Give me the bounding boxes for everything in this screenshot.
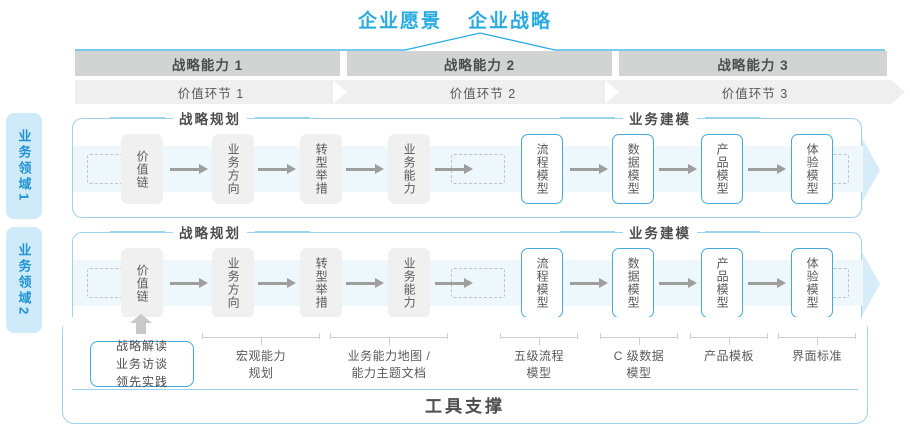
- row-2-node-business-direction[interactable]: 业务方向: [212, 248, 254, 318]
- row-1-modeling-title: 业务建模: [623, 108, 697, 128]
- domain-2-label: 业务领域: [16, 242, 32, 307]
- row-2-node-experience-model[interactable]: 体验模型: [791, 248, 833, 318]
- row-1-arrow-1: [170, 164, 208, 174]
- row-1-node-process-model[interactable]: 流程模型: [521, 134, 563, 204]
- row-1-arrow-2: [258, 164, 296, 174]
- row-2-planning-title: 战略规划: [173, 222, 247, 242]
- row-1-arrow-7: [748, 164, 786, 174]
- row-1-arrow-4: [435, 164, 473, 174]
- row-2-arrow-1: [170, 278, 208, 288]
- value-chain-bar-3[interactable]: 价值环节 3: [619, 80, 891, 104]
- row-1-node-value-chain[interactable]: 价值链: [121, 134, 163, 204]
- tool-label-product-template: 产品模板: [703, 349, 754, 363]
- tool-box-line-3: 领先实践: [115, 375, 168, 389]
- domain-1-number: 1: [16, 192, 32, 204]
- capability-bar-3[interactable]: 战略能力 3: [619, 51, 887, 76]
- capability-bar-1[interactable]: 战略能力 1: [75, 51, 340, 76]
- tool-label-ui-standard: 界面标准: [791, 349, 842, 363]
- tool-label-macro-capability: 宏观能力规划: [235, 349, 286, 381]
- row-1-node-business-capability[interactable]: 业务能力: [388, 134, 430, 204]
- row-1-section-planning: 战略规划: [110, 108, 310, 128]
- tool-support-up-arrow: [130, 314, 152, 334]
- row-2-node-process-model[interactable]: 流程模型: [521, 248, 563, 318]
- row-1-arrow-6: [659, 164, 697, 174]
- title-enterprise-vision: 企业愿景: [357, 11, 442, 32]
- tool-support-box[interactable]: 战略解读 业务访谈 领先实践: [90, 339, 194, 389]
- row-1-node-product-model[interactable]: 产品模型: [701, 134, 743, 204]
- title-enterprise-strategy: 企业战略: [468, 11, 553, 32]
- row-1-node-business-direction[interactable]: 业务方向: [212, 134, 254, 204]
- row-2-node-value-chain[interactable]: 价值链: [121, 248, 163, 318]
- value-chain-bar-1[interactable]: 价值环节 1: [75, 80, 347, 104]
- row-1-arrow-3: [346, 164, 384, 174]
- row-2-arrow-6: [659, 278, 697, 288]
- row-2-section-planning: 战略规划: [110, 222, 310, 242]
- row-1-node-experience-model[interactable]: 体验模型: [791, 134, 833, 204]
- row-2-arrow-7: [748, 278, 786, 288]
- bracket-ui-standard: [778, 333, 856, 345]
- row-1-arrow-5: [570, 164, 608, 174]
- row-2-section-modeling: 业务建模: [560, 222, 760, 242]
- domain-2-number: 2: [16, 306, 32, 318]
- value-chain-bar-2[interactable]: 价值环节 2: [347, 80, 619, 104]
- bracket-capability-map: [330, 333, 448, 345]
- footer-divider: [72, 389, 858, 391]
- tool-box-line-1: 战略解读: [115, 339, 168, 353]
- tool-label-data-model: C 级数据模型: [613, 349, 665, 381]
- row-2-arrow-4: [435, 278, 473, 288]
- value-chain-tip-3: [891, 80, 905, 104]
- header-titles: 企业愿景 企业战略: [0, 6, 910, 33]
- capability-bar-2[interactable]: 战略能力 2: [347, 51, 612, 76]
- value-chain-bars: 价值环节 1 价值环节 2 价值环节 3: [75, 80, 905, 104]
- row-1-node-transformation[interactable]: 转型举措: [300, 134, 342, 204]
- bracket-macro-capability: [202, 333, 320, 345]
- row-2-modeling-title: 业务建模: [623, 222, 697, 242]
- tool-support-title: 工具支撑: [425, 397, 505, 416]
- tool-box-line-2: 业务访谈: [115, 357, 168, 371]
- row-2-node-business-capability[interactable]: 业务能力: [388, 248, 430, 318]
- peak-connector-line: [75, 32, 885, 51]
- row-2-node-transformation[interactable]: 转型举措: [300, 248, 342, 318]
- row-2-arrow-3: [346, 278, 384, 288]
- domain-row-2: 价值链 业务方向 转型举措 业务能力 流程模型 数据模型 产品模型 体验模型: [72, 232, 863, 332]
- row-2-arrow-2: [258, 278, 296, 288]
- domain-1-label: 业务领域: [16, 128, 32, 193]
- tool-label-process-model: 五级流程模型: [513, 349, 564, 381]
- footer-mask: [63, 317, 867, 389]
- row-1-planning-title: 战略规划: [173, 108, 247, 128]
- row-2-node-product-model[interactable]: 产品模型: [701, 248, 743, 318]
- row-2-node-data-model[interactable]: 数据模型: [612, 248, 654, 318]
- bracket-process-model: [500, 333, 578, 345]
- tool-label-capability-map: 业务能力地图 /能力主题文档: [347, 349, 431, 381]
- bracket-product-template: [690, 333, 768, 345]
- bracket-data-model: [600, 333, 678, 345]
- strategic-capability-bars: 战略能力 1 战略能力 2 战略能力 3: [75, 51, 887, 76]
- row-1-node-data-model[interactable]: 数据模型: [612, 134, 654, 204]
- row-2-arrow-5: [570, 278, 608, 288]
- row-1-section-modeling: 业务建模: [560, 108, 760, 128]
- domain-row-1: 价值链 业务方向 转型举措 业务能力 流程模型 数据模型 产品模型 体验模型: [72, 118, 863, 218]
